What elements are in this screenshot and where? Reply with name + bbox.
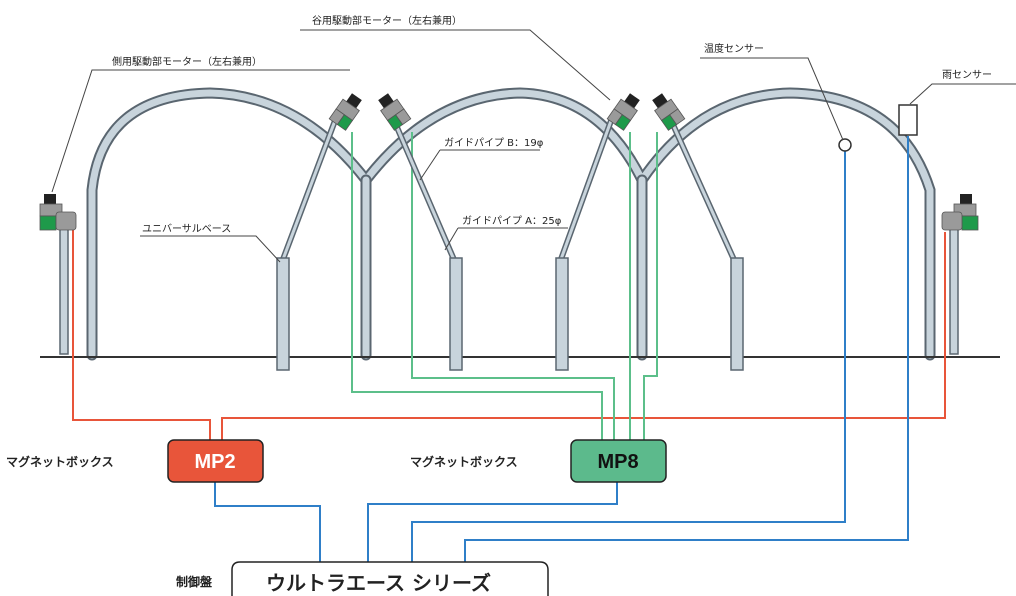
guide-pipe-a-label: ガイドパイプ A：25φ <box>462 215 562 227</box>
control-panel-box <box>231 561 549 596</box>
valley-motor-3 <box>606 93 640 131</box>
blue-wires <box>214 136 909 562</box>
greenhouse-frame <box>86 87 936 361</box>
orange-wires <box>72 230 946 440</box>
mp8-label: MP8 <box>597 451 638 473</box>
universal-bases <box>276 257 744 371</box>
mp8-box <box>570 439 667 483</box>
magnet-box-left-label: マグネットボックス <box>6 454 114 469</box>
rain-sensor-icon <box>898 104 918 136</box>
mp2-box <box>167 439 264 483</box>
green-wires <box>351 132 658 440</box>
guide-pipe-b-label: ガイドパイプ B：19φ <box>444 137 544 149</box>
valley-motor-2 <box>378 93 412 131</box>
valley-motor-1 <box>328 93 362 131</box>
side-posts <box>59 227 959 355</box>
valley-motor-4 <box>652 93 686 131</box>
control-panel-name: ウルトラエース シリーズ <box>266 571 491 595</box>
side-motor-label: 側用駆動部モーター（左右兼用） <box>112 55 262 68</box>
control-panel-label: 制御盤 <box>176 574 213 589</box>
universal-base-label: ユニバーサルベース <box>142 223 231 235</box>
mp2-label: MP2 <box>194 451 235 473</box>
temperature-sensor-label: 温度センサー <box>704 42 764 55</box>
guide-pipes <box>279 115 738 265</box>
side-motor-left <box>39 194 77 231</box>
temperature-sensor-icon <box>838 138 852 152</box>
leader-lines <box>51 29 1016 263</box>
magnet-box-right-label: マグネットボックス <box>410 454 518 469</box>
rain-sensor-label: 雨センサー <box>942 69 992 81</box>
valley-motor-label: 谷用駆動部モーター（左右兼用） <box>312 14 462 27</box>
side-motor-right <box>941 194 979 231</box>
